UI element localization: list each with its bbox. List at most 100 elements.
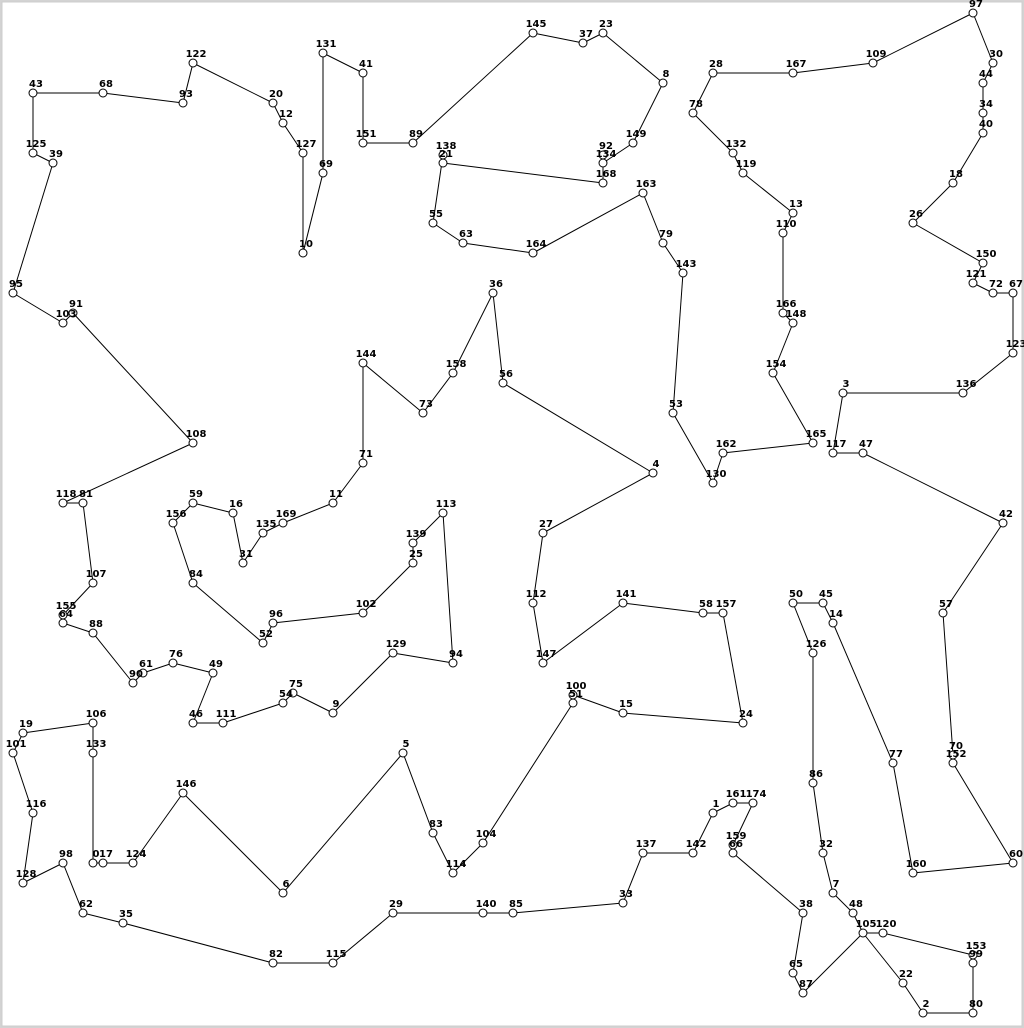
node-160: [908, 868, 918, 878]
edge-93-122: [182, 62, 194, 104]
node-8: [658, 78, 668, 88]
node-label-56: 56: [499, 369, 513, 380]
node-label-112: 112: [526, 589, 547, 600]
node-131: [318, 48, 328, 58]
node-35: [118, 918, 128, 928]
node-label-89: 89: [409, 129, 423, 140]
node-label-119: 119: [736, 159, 757, 170]
edge-18-26: [912, 182, 954, 224]
node-158: [448, 368, 458, 378]
node-layer: [8, 8, 1018, 1018]
node-label-70: 70: [949, 741, 963, 752]
edge-35-62: [82, 912, 124, 924]
node-label-78: 78: [689, 99, 703, 110]
node-label-13: 13: [789, 199, 803, 210]
node-label-122: 122: [186, 49, 207, 60]
node-15: [618, 708, 628, 718]
node-168: [598, 178, 608, 188]
node-27: [538, 528, 548, 538]
node-145: [528, 28, 538, 38]
edge-83-114: [432, 832, 454, 874]
node-134: [598, 158, 608, 168]
node-label-49: 49: [209, 659, 223, 670]
node-label-1: 1: [713, 799, 720, 810]
node-label-137: 137: [636, 839, 657, 850]
node-label-11: 11: [329, 489, 343, 500]
edge-123-136: [962, 352, 1014, 394]
node-label-73: 73: [419, 399, 433, 410]
node-label-75: 75: [289, 679, 303, 690]
node-54: [278, 698, 288, 708]
node-label-33: 33: [619, 889, 633, 900]
edge-109-97: [872, 12, 974, 64]
node-label-102: 102: [356, 599, 377, 610]
node-label-140: 140: [476, 899, 497, 910]
node-50: [788, 598, 798, 608]
node-10: [298, 248, 308, 258]
node-label-51: 51: [569, 689, 583, 700]
node-76: [168, 658, 178, 668]
edge-15-24: [622, 712, 744, 724]
node-47: [858, 448, 868, 458]
node-63: [458, 238, 468, 248]
node-14: [828, 618, 838, 628]
node-label-3: 3: [843, 379, 850, 390]
node-37: [578, 38, 588, 48]
node-label-65: 65: [789, 959, 803, 970]
node-label-151: 151: [356, 129, 377, 140]
node-121: [968, 278, 978, 288]
edge-143-53: [672, 272, 684, 414]
edge-47-42: [862, 452, 1004, 524]
node-43: [28, 88, 38, 98]
node-102: [358, 608, 368, 618]
node-label-44: 44: [979, 69, 993, 80]
edge-103-95: [12, 292, 64, 324]
node-label-148: 148: [786, 309, 807, 320]
node-label-8: 8: [663, 69, 670, 80]
edge-40-18: [952, 132, 984, 184]
node-28: [708, 68, 718, 78]
node-label-156: 156: [166, 509, 187, 520]
node-label-105: 105: [856, 919, 877, 930]
node-174: [748, 798, 758, 808]
node-label-5: 5: [403, 739, 410, 750]
node-71: [358, 458, 368, 468]
edge-141-147: [542, 602, 624, 664]
node-label-139: 139: [406, 529, 427, 540]
node-label-113: 113: [436, 499, 457, 510]
node-label-58: 58: [699, 599, 713, 610]
node-label-47: 47: [859, 439, 873, 450]
node-label-66: 66: [729, 839, 743, 850]
edge-38-66: [732, 852, 804, 914]
edge-95-39: [12, 162, 54, 294]
node-150: [978, 258, 988, 268]
node-119: [738, 168, 748, 178]
node-137: [638, 848, 648, 858]
node-140: [478, 908, 488, 918]
edge-63-164: [462, 242, 534, 254]
node-label-142: 142: [686, 839, 707, 850]
node-167: [788, 68, 798, 78]
node-label-90: 90: [129, 669, 143, 680]
edge-79-143: [662, 242, 684, 274]
node-58: [698, 608, 708, 618]
node-89: [408, 138, 418, 148]
edge-108-91: [72, 312, 194, 444]
node-label-123: 123: [1006, 339, 1024, 350]
node-101: [8, 748, 18, 758]
node-111: [218, 718, 228, 728]
edge-90-88: [92, 632, 134, 684]
node-label-155: 155: [56, 601, 77, 612]
node-7: [828, 888, 838, 898]
node-1: [708, 808, 718, 818]
node-109: [868, 58, 878, 68]
node-159: [728, 840, 738, 850]
node-label-67: 67: [1009, 279, 1023, 290]
node-label-79: 79: [659, 229, 673, 240]
edge-97-30: [972, 12, 994, 64]
edge-10-69: [302, 172, 324, 254]
edge-105-87: [802, 932, 864, 994]
edge-33-85: [512, 902, 624, 914]
node-95: [8, 288, 18, 298]
node-30: [988, 58, 998, 68]
